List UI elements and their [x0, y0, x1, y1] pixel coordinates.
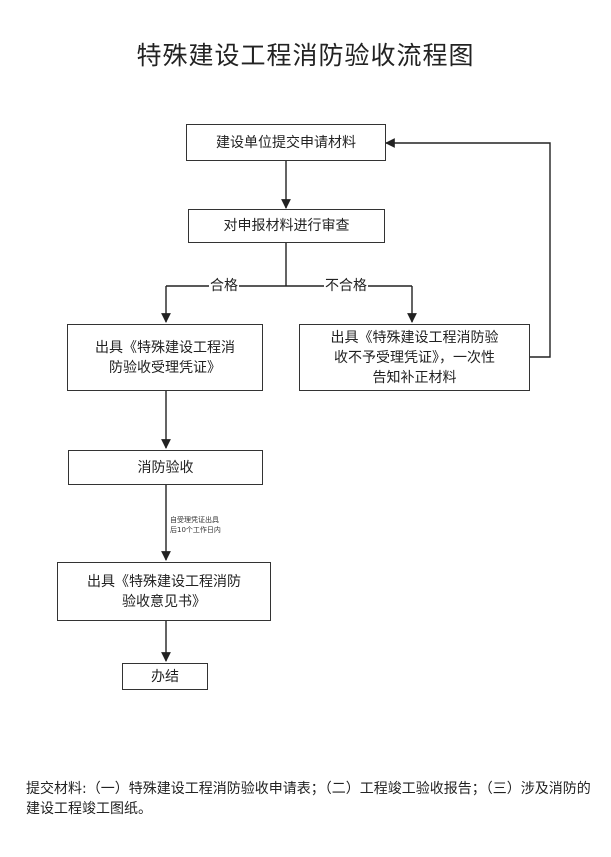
- page-title: 特殊建设工程消防验收流程图: [136, 41, 475, 70]
- node-accept-line-2: 防验收受理凭证》: [109, 359, 221, 376]
- arrow-feedback-loop: [385, 138, 551, 358]
- node-submit-label: 建设单位提交申请材料: [216, 134, 356, 151]
- node-accept: 出具《特殊建设工程消 防验收受理凭证》: [67, 324, 263, 391]
- node-opinion-line-2: 验收意见书》: [122, 593, 206, 610]
- node-accept-line-1: 出具《特殊建设工程消: [95, 339, 235, 356]
- node-reject: 出具《特殊建设工程消防验 收不予受理凭证》，一次性 告知补正材料: [299, 324, 530, 391]
- node-review: 对申报材料进行审查: [188, 209, 385, 243]
- node-review-label: 对申报材料进行审查: [223, 218, 350, 234]
- node-submit: 建设单位提交申请材料: [186, 124, 386, 161]
- edge-label-fail: 不合格: [324, 278, 368, 294]
- edge-note-line-1: 自受理凭证出具: [170, 516, 219, 524]
- edge-label-pass: 合格: [209, 278, 239, 294]
- node-inspection: 消防验收: [68, 450, 263, 485]
- node-opinion-line-1: 出具《特殊建设工程消防: [87, 573, 241, 590]
- node-inspection-label: 消防验收: [137, 459, 194, 476]
- edge-note: 自受理凭证出具 后10个工作日内: [170, 515, 221, 535]
- node-opinion: 出具《特殊建设工程消防 验收意见书》: [57, 562, 271, 621]
- edge-note-line-2: 后10个工作日内: [170, 526, 221, 534]
- node-reject-line-2: 收不予受理凭证》，一次性: [334, 349, 495, 366]
- node-done: 办结: [122, 663, 208, 690]
- materials-note: 提交材料:（一）特殊建设工程消防验收申请表；（二）工程竣工验收报告；（三）涉及消…: [26, 781, 591, 817]
- node-reject-line-3: 告知补正材料: [372, 369, 457, 386]
- node-done-label: 办结: [151, 668, 179, 685]
- node-reject-line-1: 出具《特殊建设工程消防验: [330, 329, 499, 346]
